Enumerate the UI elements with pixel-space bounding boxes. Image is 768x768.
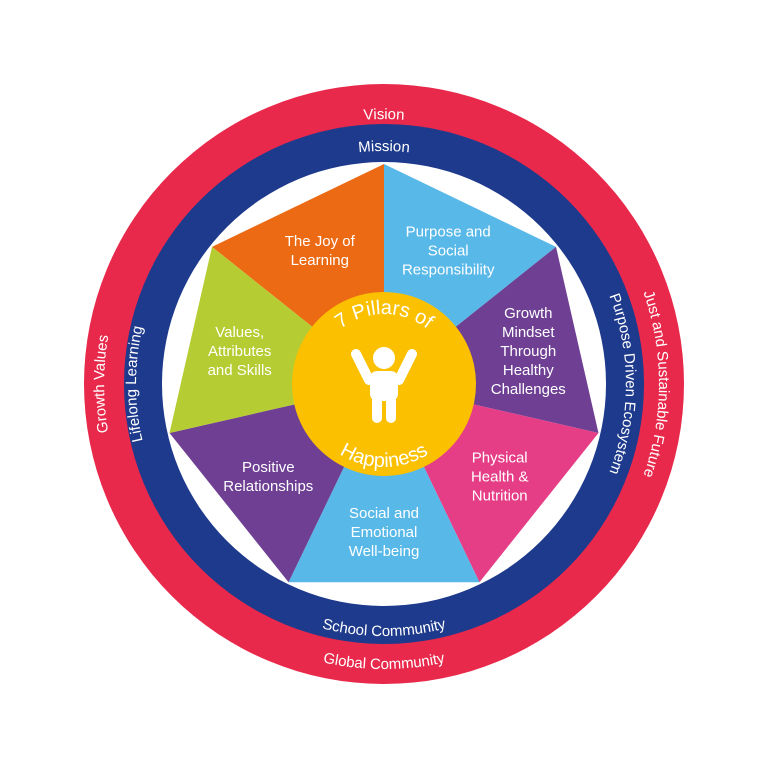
outer-ring-top-label: Vision bbox=[363, 106, 405, 124]
pillar-sector-5 bbox=[288, 384, 480, 583]
inner-ring-left-label: Lifelong Learning bbox=[123, 324, 147, 444]
outer-ring-bottom-label: Global Community bbox=[322, 650, 447, 673]
person-arms-up-icon bbox=[351, 347, 417, 423]
inner-ring-top-label: Mission bbox=[358, 138, 411, 156]
